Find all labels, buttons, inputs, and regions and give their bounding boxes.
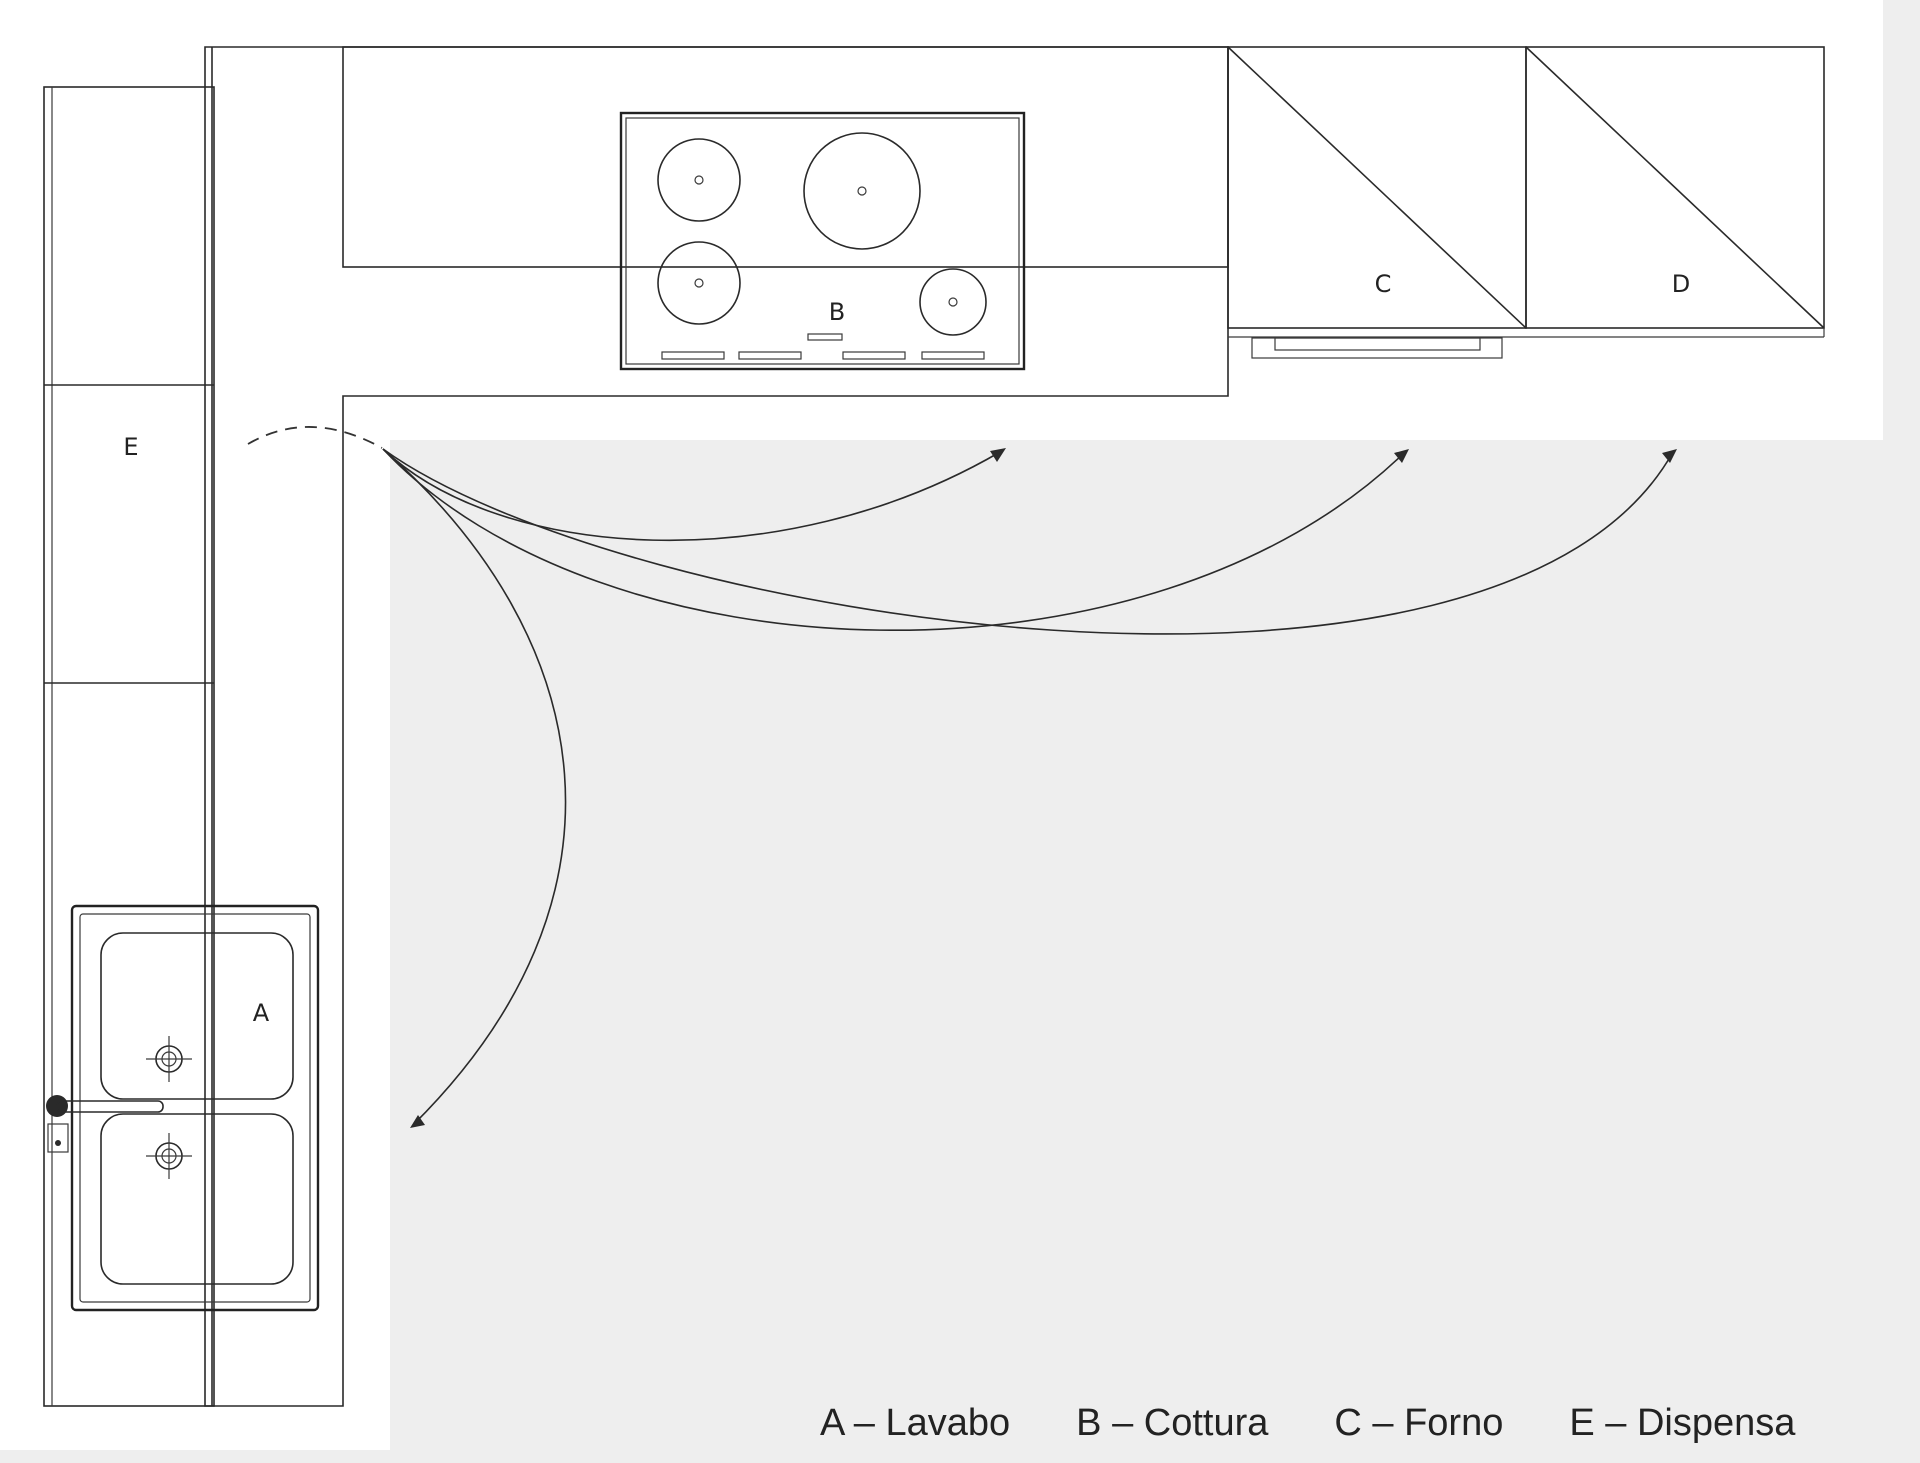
legend-item-c: C – Forno (1334, 1401, 1504, 1444)
burner-bottom-left-icon (657, 241, 741, 325)
oven-diagonal (1227, 46, 1527, 329)
sink-rim (79, 913, 311, 1303)
label-d: D (1672, 270, 1690, 298)
oven-handle-inner (1274, 337, 1481, 351)
sink-basin-top-icon (100, 932, 294, 1100)
faucet-valve (47, 1123, 69, 1153)
arrow-to-sink (382, 448, 567, 1126)
cooktop-control-1 (661, 351, 725, 360)
legend-item-b: B – Cottura (1076, 1401, 1269, 1444)
faucet-spout (56, 1100, 164, 1113)
label-e: E (123, 433, 138, 461)
cabinet-d-diagonal (1525, 46, 1825, 329)
burner-large-icon (803, 132, 921, 250)
cooktop-control-2 (738, 351, 802, 360)
arrow-head-icon (410, 1115, 425, 1128)
cooktop-control-3 (842, 351, 906, 360)
burner-center-icon (857, 186, 867, 196)
cooktop-control-4 (921, 351, 985, 360)
arrow-to-oven (382, 448, 1406, 632)
cooktop-inner (625, 117, 1020, 365)
burner-center-icon (694, 175, 704, 185)
cabinet-d (1525, 46, 1825, 329)
pantry-cabinet-column (43, 86, 215, 1407)
label-a: A (253, 999, 270, 1027)
label-c: C (1375, 270, 1392, 298)
sink-basin-bottom-icon (100, 1113, 294, 1285)
legend: A – Lavabo B – Cottura C – Forno E – Dis… (820, 1398, 1880, 1448)
legend-item-e: E – Dispensa (1569, 1401, 1796, 1444)
sink (70, 904, 320, 1312)
burner-top-left-icon (657, 138, 741, 222)
burner-center-icon (948, 297, 958, 307)
cooktop (619, 111, 1026, 371)
burner-small-icon (919, 268, 987, 336)
arrow-head-icon (990, 448, 1006, 462)
arrow-to-cabinet-d (382, 448, 1674, 635)
faucet-valve-dot (55, 1140, 61, 1146)
arrow-head-icon (1394, 449, 1409, 463)
door-swing-dashed (247, 426, 383, 449)
arrow-to-cooktop (382, 448, 1001, 542)
left-counter-area (0, 0, 390, 1450)
cooktop-indicator (807, 333, 843, 341)
arrow-head-icon (1662, 449, 1677, 463)
legend-item-a: A – Lavabo (820, 1401, 1011, 1444)
label-b: B (829, 298, 845, 326)
burner-center-icon (694, 278, 704, 288)
